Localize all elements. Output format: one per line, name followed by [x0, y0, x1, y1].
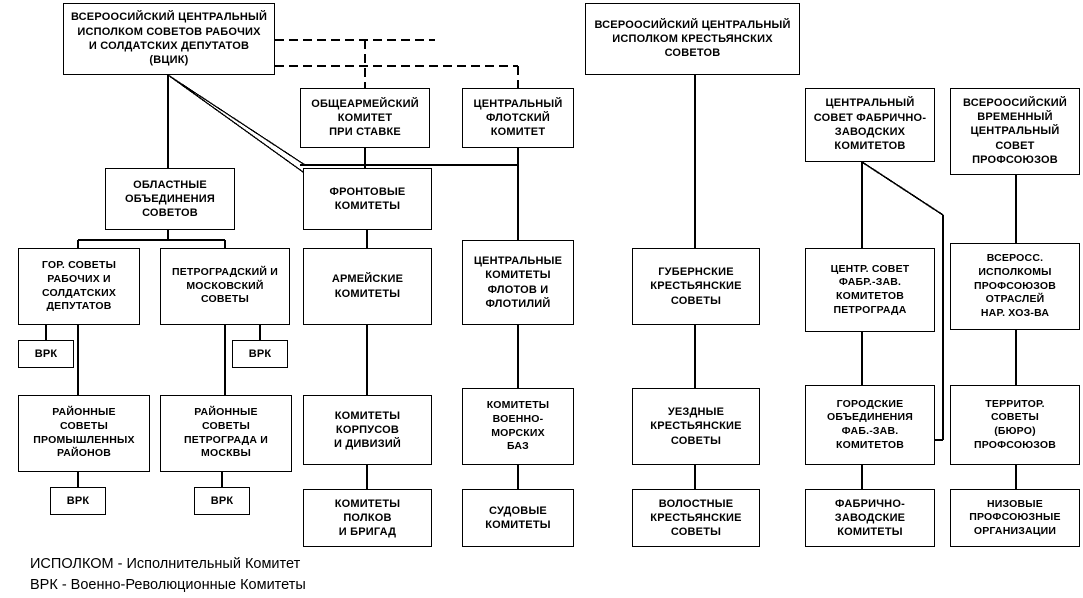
- node-centralnyy-flotskiy-komitet-label: ЦЕНТРАЛЬНЫЙ ФЛОТСКИЙ КОМИТЕТ: [473, 97, 563, 139]
- node-komitety-polkov-i-brigad-label: КОМИТЕТЫ ПОЛКОВ И БРИГАД: [334, 497, 401, 539]
- node-gorodskie-obyedineniya-fzk[interactable]: ГОРОДСКИЕ ОБЪЕДИНЕНИЯ ФАБ.-ЗАВ. КОМИТЕТО…: [805, 385, 935, 465]
- node-oblastnye-obyedineniya-sovetov-label: ОБЛАСТНЫЕ ОБЪЕДИНЕНИЯ СОВЕТОВ: [125, 178, 215, 220]
- node-nizovye-profsoyuznye-organizacii-label: НИЗОВЫЕ ПРОФСОЮЗНЫЕ ОРГАНИЗАЦИИ: [969, 497, 1061, 537]
- node-vremennyy-sovet-profsoyuzov[interactable]: ВСЕРООСИЙСКИЙ ВРЕМЕННЫЙ ЦЕНТРАЛЬНЫЙ СОВЕ…: [950, 88, 1080, 175]
- node-vcik-krestyanskih-label: ВСЕРООСИЙСКИЙ ЦЕНТРАЛЬНЫЙ ИСПОЛКОМ КРЕСТ…: [594, 18, 791, 60]
- node-sudovye-komitety-label: СУДОВЫЕ КОМИТЕТЫ: [485, 504, 551, 531]
- node-territor-sovety-byuro-profsoyuzov[interactable]: ТЕРРИТОР. СОВЕТЫ (БЮРО) ПРОФСОЮЗОВ: [950, 385, 1080, 465]
- node-armeyskie-komitety[interactable]: АРМЕЙСКИЕ КОМИТЕТЫ: [303, 248, 432, 325]
- node-komitety-voenno-morskih-baz-label: КОМИТЕТЫ ВОЕННО-МОРСКИХ БАЗ: [486, 399, 550, 453]
- node-vrk-rayonnye-prom[interactable]: ВРК: [50, 487, 106, 515]
- node-centralnyy-sovet-fzk-label: ЦЕНТРАЛЬНЫЙ СОВЕТ ФАБРИЧНО- ЗАВОДСКИХ КО…: [813, 97, 927, 153]
- node-vrk-petrmosk[interactable]: ВРК: [232, 340, 288, 368]
- node-vrk-rayonnye-prom-label: ВРК: [66, 494, 90, 507]
- node-vseross-ispolkomy-profsoyuzov-label: ВСЕРОСС. ИСПОЛКОМЫ ПРОФСОЮЗОВ ОТРАСЛЕЙ Н…: [973, 252, 1057, 319]
- node-volostnye-krestyanskie-sovety-label: ВОЛОСТНЫЕ КРЕСТЬЯНСКИЕ СОВЕТЫ: [650, 497, 742, 539]
- node-obshchearmeyskiy-komitet[interactable]: ОБЩЕАРМЕЙСКИЙ КОМИТЕТ ПРИ СТАВКЕ: [300, 88, 430, 148]
- node-komitety-korpusov-i-diviziy[interactable]: КОМИТЕТЫ КОРПУСОВ И ДИВИЗИЙ: [303, 395, 432, 465]
- node-centr-sovet-fabr-zav-petrograda-label: ЦЕНТР. СОВЕТ ФАБР.-ЗАВ. КОМИТЕТОВ ПЕТРОГ…: [830, 262, 910, 316]
- node-centralnye-komitety-flotov-label: ЦЕНТРАЛЬНЫЕ КОМИТЕТЫ ФЛОТОВ И ФЛОТИЛИЙ: [473, 254, 563, 310]
- node-uezdnye-krestyanskie-sovety-label: УЕЗДНЫЕ КРЕСТЬЯНСКИЕ СОВЕТЫ: [650, 406, 742, 447]
- node-frontovye-komitety[interactable]: ФРОНТОВЫЕ КОМИТЕТЫ: [303, 168, 432, 230]
- node-komitety-polkov-i-brigad[interactable]: КОМИТЕТЫ ПОЛКОВ И БРИГАД: [303, 489, 432, 547]
- node-vcik-krestyanskih[interactable]: ВСЕРООСИЙСКИЙ ЦЕНТРАЛЬНЫЙ ИСПОЛКОМ КРЕСТ…: [585, 3, 800, 75]
- node-vseross-ispolkomy-profsoyuzov[interactable]: ВСЕРОСС. ИСПОЛКОМЫ ПРОФСОЮЗОВ ОТРАСЛЕЙ Н…: [950, 243, 1080, 330]
- node-centr-sovet-fabr-zav-petrograda[interactable]: ЦЕНТР. СОВЕТ ФАБР.-ЗАВ. КОМИТЕТОВ ПЕТРОГ…: [805, 248, 935, 332]
- node-frontovye-komitety-label: ФРОНТОВЫЕ КОМИТЕТЫ: [329, 185, 406, 212]
- node-territor-sovety-byuro-profsoyuzov-label: ТЕРРИТОР. СОВЕТЫ (БЮРО) ПРОФСОЮЗОВ: [973, 397, 1057, 451]
- node-vrk-rayonnye-ptg-msk[interactable]: ВРК: [194, 487, 250, 515]
- node-fabrichno-zavodskie-komitety[interactable]: ФАБРИЧНО- ЗАВОДСКИЕ КОМИТЕТЫ: [805, 489, 935, 547]
- node-komitety-voenno-morskih-baz[interactable]: КОМИТЕТЫ ВОЕННО-МОРСКИХ БАЗ: [462, 388, 574, 465]
- node-vremennyy-sovet-profsoyuzov-label: ВСЕРООСИЙСКИЙ ВРЕМЕННЫЙ ЦЕНТРАЛЬНЫЙ СОВЕ…: [963, 96, 1067, 166]
- node-nizovye-profsoyuznye-organizacii[interactable]: НИЗОВЫЕ ПРОФСОЮЗНЫЕ ОРГАНИЗАЦИИ: [950, 489, 1080, 547]
- node-vrk-rayonnye-ptg-msk-label: ВРК: [210, 494, 234, 507]
- line-vcik-frontovye-b: [167, 74, 304, 173]
- node-gor-sovety-label: ГОР. СОВЕТЫ РАБОЧИХ И СОЛДАТСКИХ ДЕПУТАТ…: [41, 259, 117, 313]
- node-vrk-petrmosk-label: ВРК: [248, 347, 272, 360]
- line-vcik-frontovye-a: [167, 74, 306, 166]
- node-gubernskie-krestyanskie-sovety[interactable]: ГУБЕРНСКИЕ КРЕСТЬЯНСКИЕ СОВЕТЫ: [632, 248, 760, 325]
- node-gor-sovety[interactable]: ГОР. СОВЕТЫ РАБОЧИХ И СОЛДАТСКИХ ДЕПУТАТ…: [18, 248, 140, 325]
- node-petrogradskiy-moskovskiy-sovety[interactable]: ПЕТРОГРАДСКИЙ И МОСКОВСКИЙ СОВЕТЫ: [160, 248, 290, 325]
- node-rayonnye-sovety-petrograda-moskvy[interactable]: РАЙОННЫЕ СОВЕТЫ ПЕТРОГРАДА И МОСКВЫ: [160, 395, 292, 472]
- node-rayonnye-sovety-promyshlennyh-label: РАЙОННЫЕ СОВЕТЫ ПРОМЫШЛЕННЫХ РАЙОНОВ: [33, 406, 135, 460]
- legend-line-vrk: ВРК - Военно-Революционные Комитеты: [30, 577, 306, 593]
- node-komitety-korpusov-i-diviziy-label: КОМИТЕТЫ КОРПУСОВ И ДИВИЗИЙ: [333, 409, 402, 451]
- node-fabrichno-zavodskie-komitety-label: ФАБРИЧНО- ЗАВОДСКИЕ КОМИТЕТЫ: [834, 497, 906, 539]
- node-armeyskie-komitety-label: АРМЕЙСКИЕ КОМИТЕТЫ: [331, 273, 404, 300]
- node-rayonnye-sovety-petrograda-moskvy-label: РАЙОННЫЕ СОВЕТЫ ПЕТРОГРАДА И МОСКВЫ: [184, 406, 268, 460]
- node-petrogradskiy-moskovskiy-sovety-label: ПЕТРОГРАДСКИЙ И МОСКОВСКИЙ СОВЕТЫ: [171, 266, 279, 306]
- line-csfzk-gorodskie-diag: [861, 161, 944, 216]
- legend-line-ispolkom: ИСПОЛКОМ - Исполнительный Комитет: [30, 556, 301, 572]
- node-oblastnye-obyedineniya-sovetov[interactable]: ОБЛАСТНЫЕ ОБЪЕДИНЕНИЯ СОВЕТОВ: [105, 168, 235, 230]
- node-vcik[interactable]: ВСЕРООСИЙСКИЙ ЦЕНТРАЛЬНЫЙ ИСПОЛКОМ СОВЕТ…: [63, 3, 275, 75]
- node-uezdnye-krestyanskie-sovety[interactable]: УЕЗДНЫЕ КРЕСТЬЯНСКИЕ СОВЕТЫ: [632, 388, 760, 465]
- node-gorodskie-obyedineniya-fzk-label: ГОРОДСКИЕ ОБЪЕДИНЕНИЯ ФАБ.-ЗАВ. КОМИТЕТО…: [827, 397, 913, 451]
- node-centralnye-komitety-flotov[interactable]: ЦЕНТРАЛЬНЫЕ КОМИТЕТЫ ФЛОТОВ И ФЛОТИЛИЙ: [462, 240, 574, 325]
- node-vrk-gor-sovety[interactable]: ВРК: [18, 340, 74, 368]
- node-obshchearmeyskiy-komitet-label: ОБЩЕАРМЕЙСКИЙ КОМИТЕТ ПРИ СТАВКЕ: [311, 97, 419, 139]
- node-vrk-gor-sovety-label: ВРК: [34, 347, 58, 360]
- node-centralnyy-sovet-fzk[interactable]: ЦЕНТРАЛЬНЫЙ СОВЕТ ФАБРИЧНО- ЗАВОДСКИХ КО…: [805, 88, 935, 162]
- node-centralnyy-flotskiy-komitet[interactable]: ЦЕНТРАЛЬНЫЙ ФЛОТСКИЙ КОМИТЕТ: [462, 88, 574, 148]
- node-gubernskie-krestyanskie-sovety-label: ГУБЕРНСКИЕ КРЕСТЬЯНСКИЕ СОВЕТЫ: [650, 266, 742, 307]
- node-volostnye-krestyanskie-sovety[interactable]: ВОЛОСТНЫЕ КРЕСТЬЯНСКИЕ СОВЕТЫ: [632, 489, 760, 547]
- node-vcik-label: ВСЕРООСИЙСКИЙ ЦЕНТРАЛЬНЫЙ ИСПОЛКОМ СОВЕТ…: [70, 11, 268, 67]
- node-rayonnye-sovety-promyshlennyh[interactable]: РАЙОННЫЕ СОВЕТЫ ПРОМЫШЛЕННЫХ РАЙОНОВ: [18, 395, 150, 472]
- node-sudovye-komitety[interactable]: СУДОВЫЕ КОМИТЕТЫ: [462, 489, 574, 547]
